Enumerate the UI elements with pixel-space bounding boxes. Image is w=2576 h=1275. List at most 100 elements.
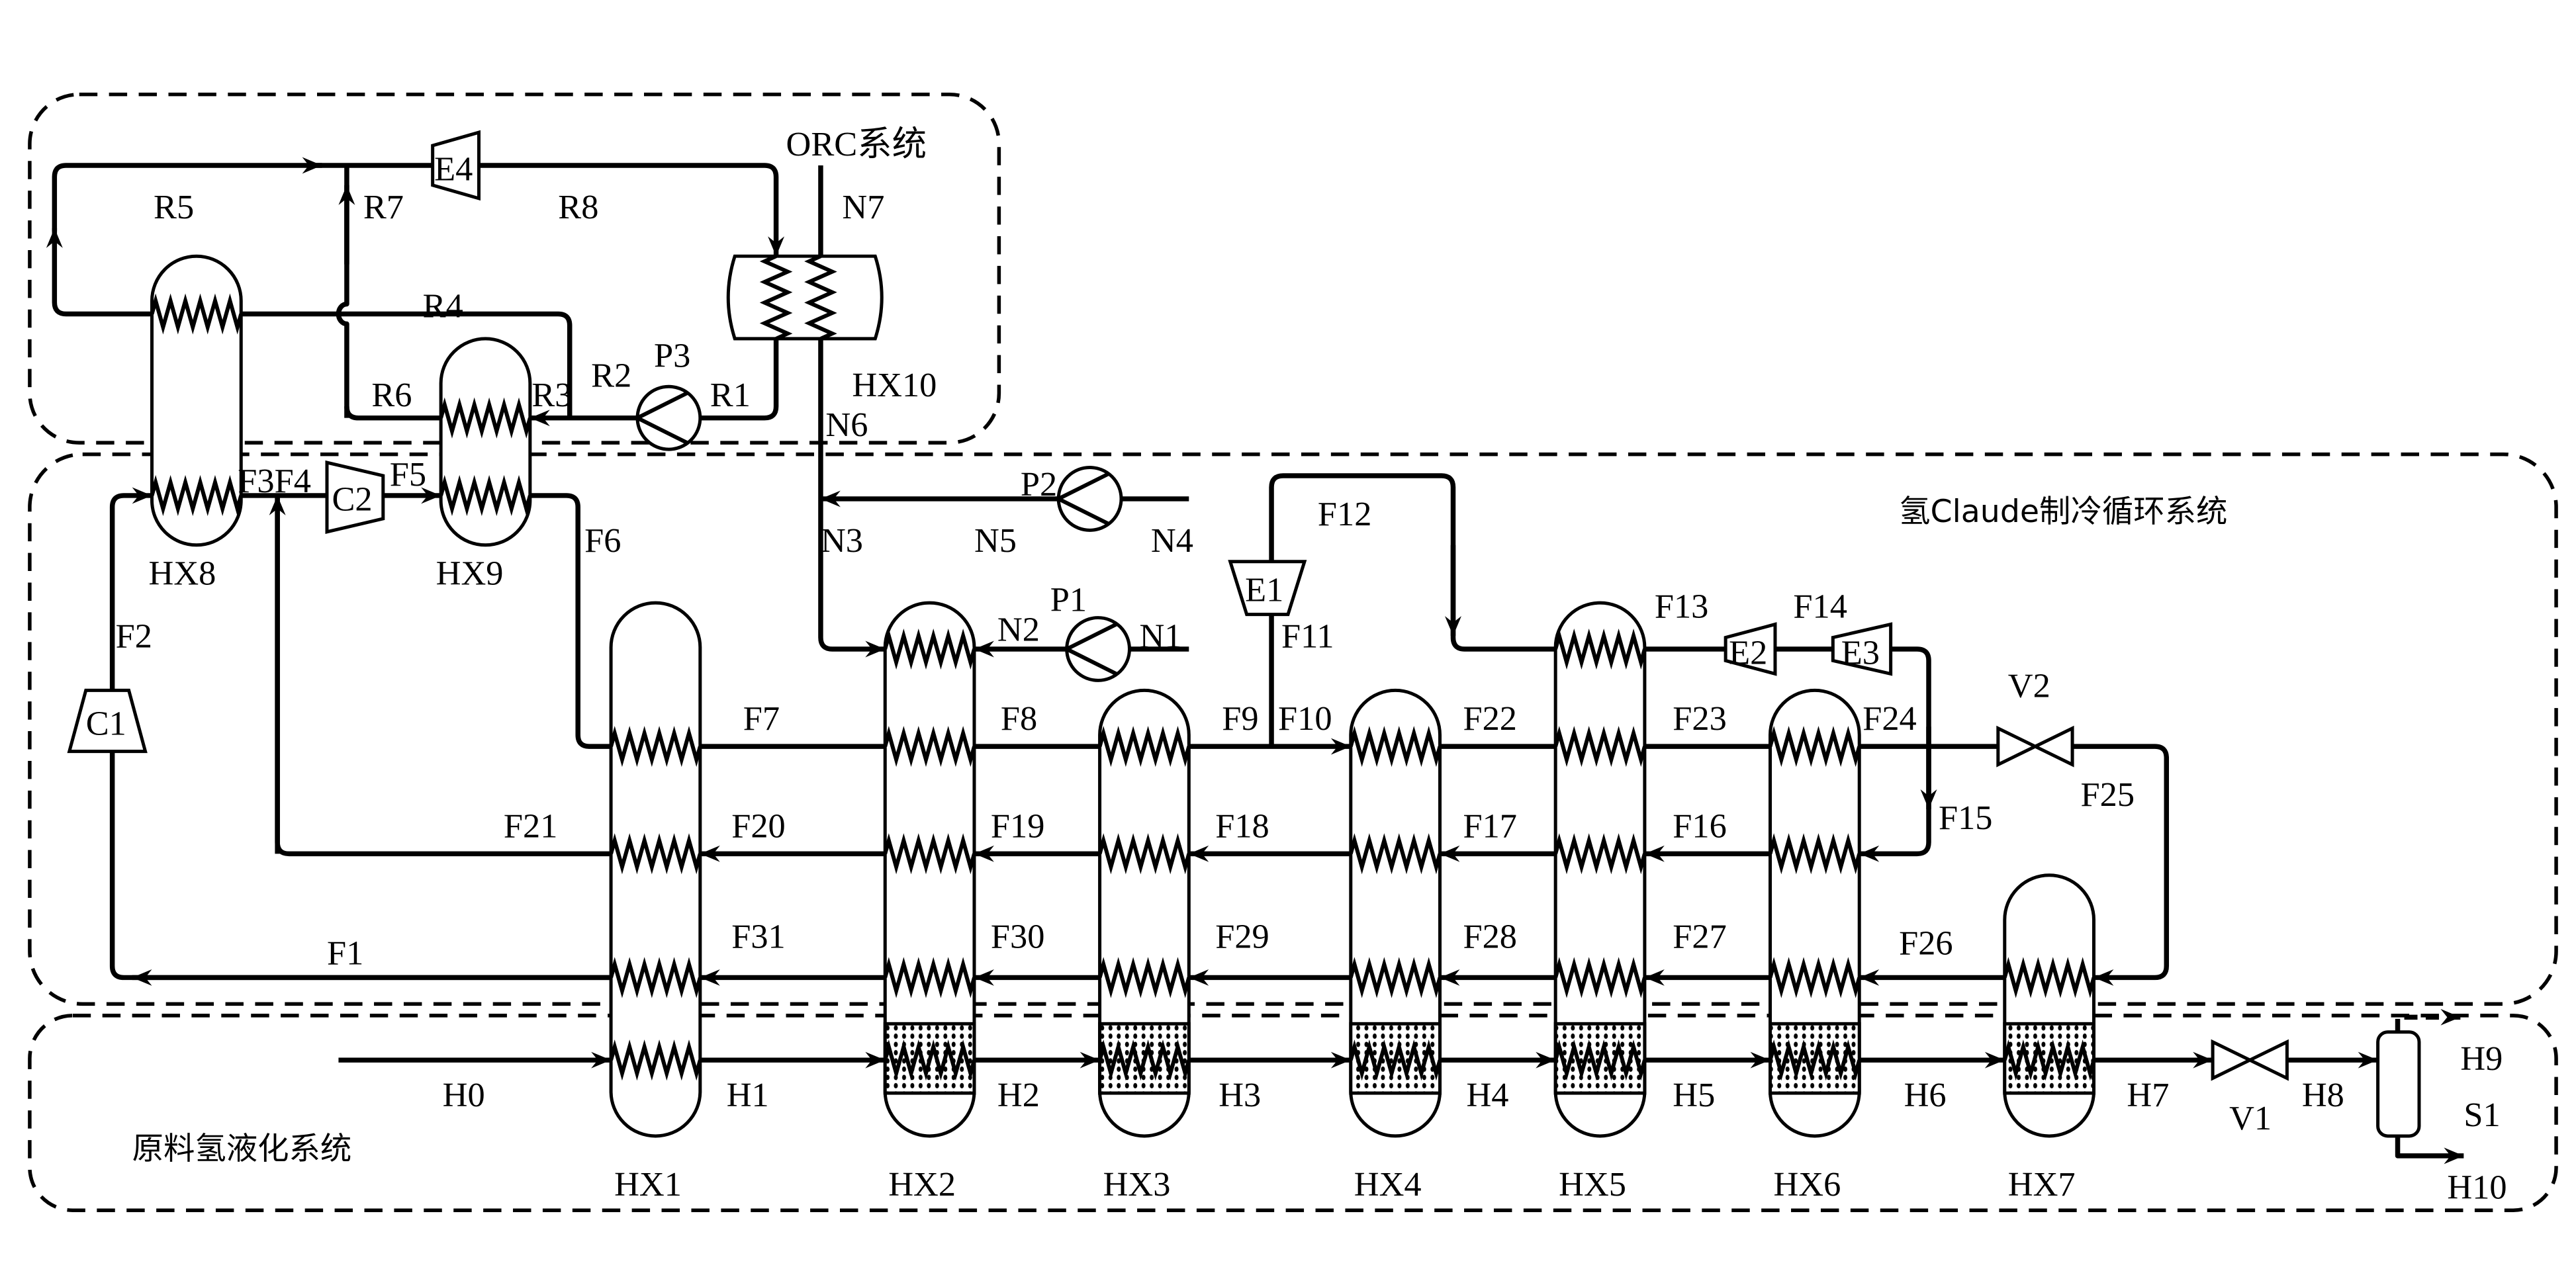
label-v2: V2 [2008, 666, 2050, 705]
label-f20: F20 [731, 807, 786, 845]
label-hx8: HX8 [149, 554, 216, 593]
e3-expander [1831, 622, 1893, 676]
label-f31: F31 [731, 918, 786, 956]
hx4-coil [1348, 957, 1442, 998]
s1-separator [2376, 1030, 2421, 1138]
hx1-coil [609, 833, 702, 875]
hx1-vessel [609, 601, 702, 1138]
hx6-coil [1768, 726, 1862, 768]
stream-f2 [109, 487, 152, 691]
hx8-coil [150, 474, 244, 516]
label-f10: F10 [1278, 699, 1332, 738]
stream-f21 [269, 495, 612, 857]
v1-valve [2211, 1039, 2289, 1081]
stream-f1 [109, 751, 612, 981]
feed-system-boundary [28, 1014, 2558, 1212]
label-f26: F26 [1899, 924, 1953, 963]
e2-expander [1724, 622, 1777, 676]
hx3-coil [1097, 957, 1191, 998]
hx1-coil [609, 957, 702, 998]
hx10-coil [804, 254, 837, 341]
label-e2: E2 [1729, 633, 1767, 672]
label-p2: P2 [1021, 465, 1057, 504]
hx5-coil [1553, 628, 1647, 670]
label-n7: N7 [842, 188, 884, 226]
label-f12: F12 [1318, 495, 1372, 533]
hx4-coil [1348, 833, 1442, 875]
stream-f25-f26 [2072, 744, 2170, 986]
label-n2: N2 [997, 610, 1040, 648]
p3-pump-symbol [633, 391, 688, 445]
label-r5: R5 [154, 188, 194, 226]
hx5-coil [1553, 957, 1647, 998]
stream-f6 [529, 493, 612, 749]
label-f18: F18 [1215, 807, 1269, 845]
stream-r5 [52, 157, 322, 232]
hx6-coil [1768, 957, 1862, 998]
hx7-vessel [2003, 873, 2095, 1138]
hx7-coil [2002, 957, 2096, 998]
label-p1: P1 [1050, 581, 1087, 619]
stream-h10 [2395, 1135, 2464, 1165]
hx9-vessel [439, 337, 532, 547]
stream-r6 [344, 406, 441, 421]
label-h5: H5 [1673, 1076, 1715, 1114]
hx9-coil [439, 474, 532, 516]
label-h3: H3 [1219, 1076, 1261, 1114]
label-r1: R1 [710, 376, 751, 414]
stream-r8 [314, 163, 785, 257]
label-hx4: HX4 [1354, 1165, 1422, 1204]
label-f1: F1 [327, 934, 363, 972]
label-f28: F28 [1463, 918, 1517, 956]
stream-f15 [1859, 646, 1931, 862]
label-hx1: HX1 [614, 1165, 682, 1204]
label-n1: N1 [1139, 617, 1181, 655]
label-r8: R8 [558, 188, 598, 226]
v2-valve [1996, 725, 2074, 768]
label-p3: P3 [654, 336, 690, 374]
p1-pump-symbol [1062, 622, 1117, 676]
label-c2: C2 [332, 480, 372, 518]
hx3-coil [1097, 833, 1191, 875]
label-r4: R4 [423, 286, 463, 325]
hx2-coil [883, 957, 976, 998]
label-h9: H9 [2460, 1039, 2503, 1078]
label-r3: R3 [531, 376, 572, 414]
label-f19: F19 [991, 807, 1045, 845]
label-f8: F8 [1001, 699, 1037, 738]
label-n5: N5 [974, 521, 1017, 560]
label-f29: F29 [1215, 918, 1269, 956]
p1-pump [1065, 616, 1131, 682]
label-hx5: HX5 [1559, 1165, 1626, 1204]
label-r7: R7 [363, 188, 404, 226]
feed-system-label: 原料氢液化系统 [132, 1131, 352, 1167]
label-h7: H7 [2127, 1076, 2169, 1114]
hx6-coil [1768, 833, 1862, 875]
c2-compressor [325, 460, 385, 534]
label-f17: F17 [1463, 807, 1517, 845]
hx9-coil [439, 397, 532, 439]
stream-h9 [2395, 1008, 2461, 1032]
label-e1: E1 [1245, 571, 1283, 609]
label-f7: F7 [743, 699, 780, 738]
label-f14: F14 [1793, 588, 1847, 626]
hx1-coil [609, 726, 702, 768]
label-r6: R6 [371, 376, 412, 414]
hx2-coil [883, 726, 976, 768]
e4-expander [431, 130, 481, 201]
label-f15: F15 [1939, 799, 1993, 837]
hx5-packed-section-coil [1553, 1039, 1647, 1081]
label-h2: H2 [997, 1076, 1040, 1114]
label-n3: N3 [821, 521, 863, 560]
hx10-coil [759, 254, 793, 341]
hx7-packed-section-coil [2002, 1039, 2096, 1081]
stream-labels: R5 R7 R8 N7 R4 R6 R3 R2 R1 N6 F3F4 F5 F6… [116, 188, 2507, 1207]
equipment-labels: HX1 HX2 HX3 HX4 HX5 HX6 HX7 HX8 HX9 HX10… [86, 150, 2501, 1203]
label-f24: F24 [1863, 699, 1917, 738]
label-hx6: HX6 [1773, 1165, 1841, 1204]
hx2-packed-section-coil [883, 1039, 976, 1081]
stream-r4 [241, 311, 573, 418]
label-hx2: HX2 [888, 1165, 956, 1204]
label-hx7: HX7 [2008, 1165, 2076, 1204]
